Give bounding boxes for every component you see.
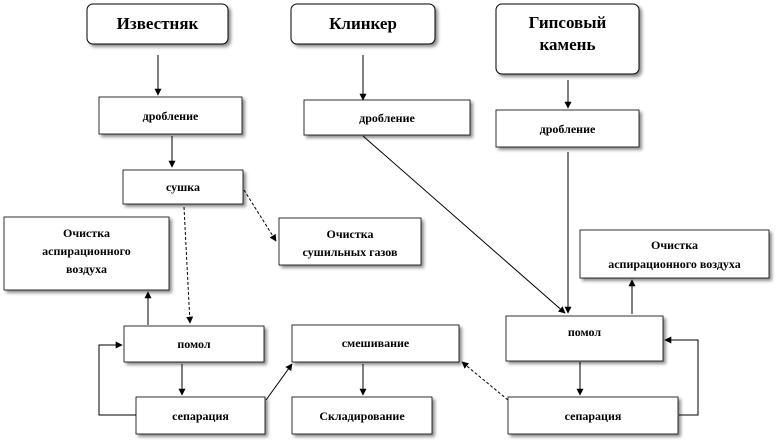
grinding-right-node: помол <box>505 315 664 362</box>
separation-right-node: сепарация <box>507 396 679 435</box>
air-cleaning-left-label-line3: воздуха <box>66 262 107 276</box>
dryer-gas-cleaning-label-line1: Очистка <box>327 227 374 241</box>
edge-separation-right-return <box>664 336 699 416</box>
edge-drying-to-grinding <box>183 206 194 324</box>
crushing-gypsum-label: дробление <box>540 122 596 136</box>
crushing-clinker-node: дробление <box>303 99 471 136</box>
clinker-label: Клинкер <box>329 14 397 33</box>
air-cleaning-left-label-line2: аспирационного <box>42 244 131 258</box>
grinding-left-label: помол <box>177 337 211 351</box>
crushing-clinker-label: дробление <box>359 111 415 125</box>
crushing-limestone-node: дробление <box>98 96 243 135</box>
storage-node: Складирование <box>291 396 433 435</box>
edge-drying-to-gas-cleaning <box>243 189 277 242</box>
separation-right-label: сепарация <box>565 409 622 423</box>
mixing-node: смешивание <box>291 324 460 363</box>
air-cleaning-right-label-line1: Очистка <box>651 238 698 252</box>
dryer-gas-cleaning-label-line2: сушильных газов <box>303 245 398 259</box>
clinker-node: Клинкер <box>290 3 436 45</box>
edges <box>98 55 699 416</box>
edge-separation-left-to-mixing <box>265 363 293 401</box>
crushing-limestone-label: дробление <box>143 109 199 123</box>
separation-left-node: сепарация <box>135 396 266 435</box>
air-cleaning-left-label-line1: Очистка <box>63 226 110 240</box>
air-cleaning-right-node: Очистка аспирационного воздуха <box>579 229 770 279</box>
limestone-node: Известняк <box>86 3 229 45</box>
edge-separation-left-return <box>98 341 136 416</box>
mixing-label: смешивание <box>342 336 410 350</box>
dryer-gas-cleaning-node: Очистка сушильных газов <box>278 217 422 266</box>
drying-node: сушка <box>122 169 244 205</box>
grinding-right-label: помол <box>568 325 602 339</box>
separation-left-label: сепарация <box>172 409 229 423</box>
edge-clinker-crushing-to-grinding <box>362 135 566 314</box>
gypsum-node: Гипсовый камень <box>495 3 640 75</box>
gypsum-label-line2: камень <box>540 35 596 54</box>
air-cleaning-left-node: Очистка аспирационного воздуха <box>3 216 170 291</box>
edge-separation-right-to-mixing <box>461 361 509 401</box>
storage-label: Складирование <box>319 409 405 423</box>
limestone-label: Известняк <box>117 14 199 33</box>
grinding-left-node: помол <box>123 325 265 363</box>
air-cleaning-right-label-line2: аспирационного воздуха <box>608 257 741 271</box>
gypsum-label-line1: Гипсовый <box>529 13 607 32</box>
drying-label: сушка <box>166 180 200 194</box>
crushing-gypsum-node: дробление <box>495 109 640 148</box>
